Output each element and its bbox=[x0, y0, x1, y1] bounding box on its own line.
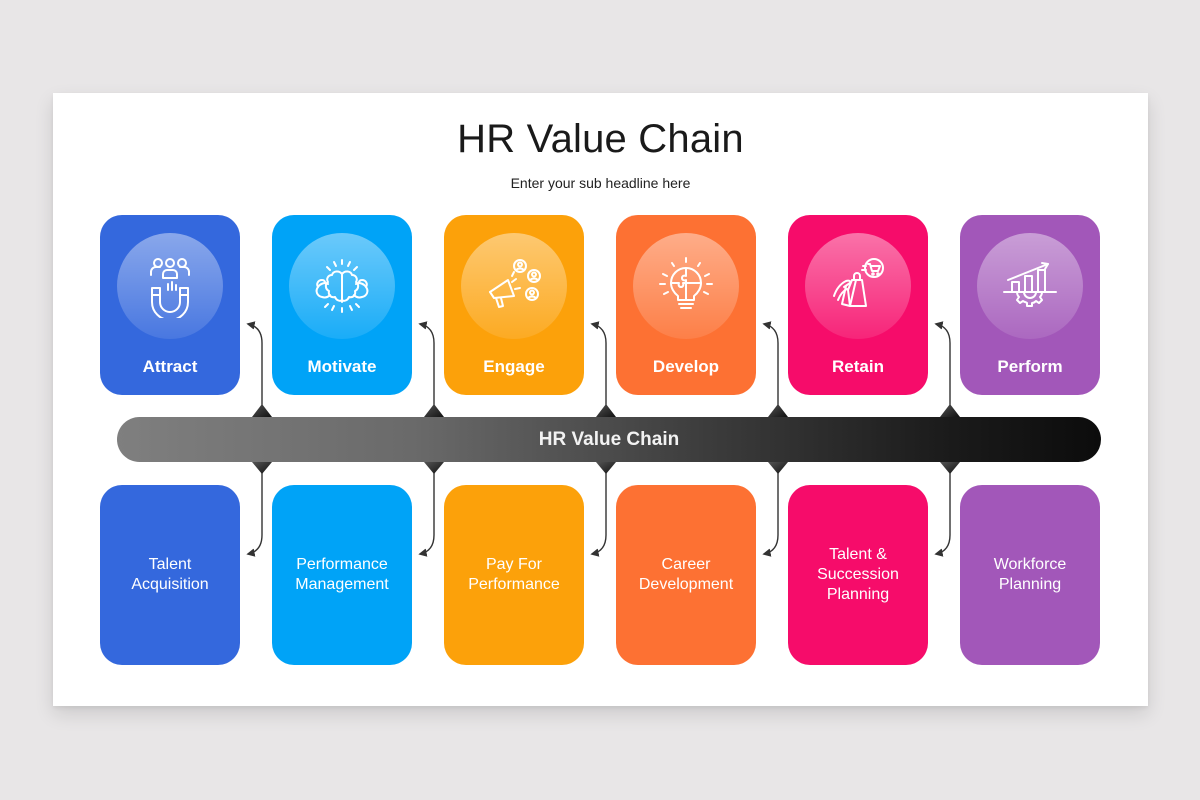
growth-chart-gear-icon bbox=[1003, 262, 1057, 307]
stage-card-perform: Perform bbox=[960, 215, 1100, 395]
stage-card-develop: Develop bbox=[616, 215, 756, 395]
detail-card-pay-for-performance: Pay For Performance bbox=[444, 485, 584, 665]
megaphone-people-icon bbox=[489, 259, 541, 308]
detail-card-career-development: Career Development bbox=[616, 485, 756, 665]
slide: HR Value Chain Enter your sub headline h… bbox=[53, 93, 1148, 706]
strong-brain-icon bbox=[315, 259, 369, 313]
stage-label: Engage bbox=[483, 357, 545, 376]
stage-label: Attract bbox=[142, 357, 198, 376]
page-subtitle: Enter your sub headline here bbox=[510, 175, 691, 191]
stage-card-retain: Retain bbox=[788, 215, 928, 395]
magnet-people-icon bbox=[150, 258, 190, 318]
stage-label: Retain bbox=[832, 357, 884, 376]
detail-label: Career Development bbox=[638, 556, 734, 593]
stage-label: Develop bbox=[652, 357, 720, 376]
icon-circle bbox=[977, 233, 1083, 339]
detail-label: Workforce Planning bbox=[993, 556, 1067, 593]
stage-label: Perform bbox=[997, 357, 1063, 376]
icon-circle bbox=[461, 233, 567, 339]
detail-card-workforce-planning: Workforce Planning bbox=[960, 485, 1100, 665]
shopping-bags-icon bbox=[833, 258, 884, 307]
stage-label: Motivate bbox=[307, 357, 377, 376]
icon-circle bbox=[805, 233, 911, 339]
stage-card-motivate: Motivate bbox=[272, 215, 412, 395]
detail-card-talent-acquisition: Talent Acquisition bbox=[100, 485, 240, 665]
value-chain-bar: HR Value Chain bbox=[117, 417, 1101, 462]
value-chain-bar-label: HR Value Chain bbox=[538, 428, 680, 450]
detail-label: Talent Acquisition bbox=[131, 556, 209, 593]
detail-label: Pay For Performance bbox=[468, 556, 560, 593]
detail-card-performance-management: Performance Management bbox=[272, 485, 412, 665]
icon-circle bbox=[117, 233, 223, 339]
stage-card-attract: Attract bbox=[100, 215, 240, 395]
detail-label: Talent & Succession Planning bbox=[817, 546, 899, 603]
icon-circle bbox=[633, 233, 739, 339]
puzzle-lightbulb-icon bbox=[659, 257, 713, 309]
page-title: HR Value Chain bbox=[457, 117, 744, 161]
detail-card-talent-succession-planning: Talent & Succession Planning bbox=[788, 485, 928, 665]
detail-label: Performance Management bbox=[295, 556, 389, 593]
icon-circle bbox=[289, 233, 395, 339]
stage-card-engage: Engage bbox=[444, 215, 584, 395]
